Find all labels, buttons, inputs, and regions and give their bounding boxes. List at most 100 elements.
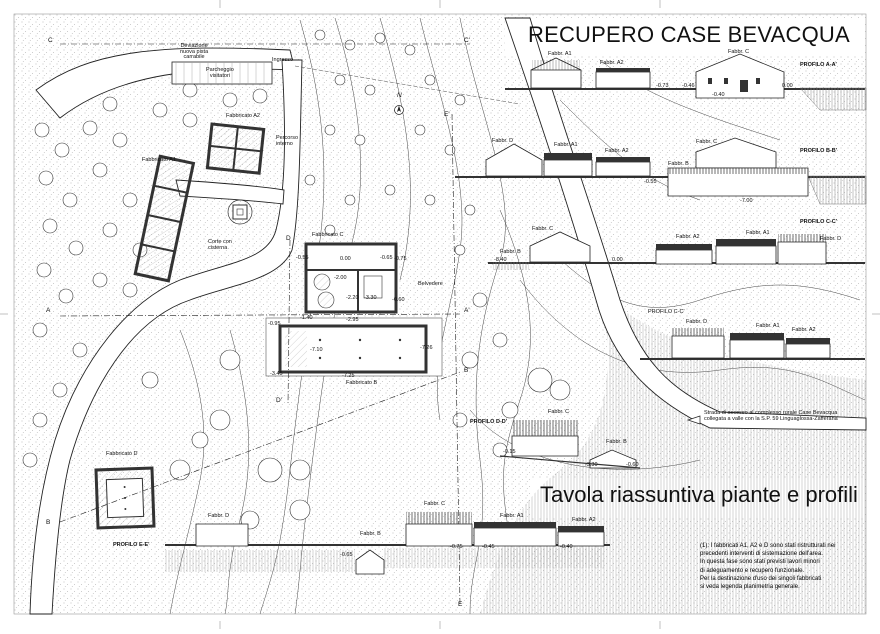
- profile-b-b: [455, 137, 867, 205]
- building-b-plan: [278, 324, 428, 374]
- profile-c2-building-label: Fabbr. A2: [792, 327, 816, 333]
- profile-c-building-label: Fabbr. A1: [746, 230, 770, 236]
- profile-d-level: -0.60: [626, 462, 639, 468]
- profile-a-level: 0.00: [782, 83, 793, 89]
- profile-e-level: -0.65: [340, 552, 353, 558]
- label-corte: Corte con cisterna: [208, 239, 232, 251]
- label-fabbricato-c: Fabbricato C: [312, 232, 344, 238]
- profile-c-building-label: Fabbr. A2: [676, 234, 700, 240]
- profile-b-building-label: Fabbr. B: [668, 161, 689, 167]
- profile-a-level: -0.46: [682, 83, 695, 89]
- level-mark: -0.65: [380, 255, 393, 261]
- level-mark: -7.26: [420, 345, 433, 351]
- sheet-frame: [13, 13, 867, 615]
- level-mark: 0.00: [340, 256, 351, 262]
- level-mark: -0.55: [296, 255, 309, 261]
- section-lines: [59, 43, 470, 605]
- trees: [22, 29, 571, 530]
- level-mark: -3.30: [364, 295, 377, 301]
- profile-d-building-label: Fabbr. B: [606, 439, 627, 445]
- profile-e-e: [165, 512, 610, 575]
- label-ingresso: Ingresso: [272, 57, 294, 63]
- profile-a-building-label: Fabbr. A2: [600, 60, 624, 66]
- profile-e-building-label: Fabbr. D: [208, 513, 230, 519]
- label-fabbricato-d: Fabbricato D: [106, 451, 138, 457]
- road-note: Strada di accesso al complesso rurale Ca…: [704, 410, 838, 422]
- profile-d-building-label: Fabbr. C: [548, 409, 570, 415]
- label-parcheggio: Parcheggio visitatori: [206, 67, 234, 79]
- section-mark-b: B: [46, 519, 51, 526]
- profile-b-building-label: Fabbr. C: [696, 139, 718, 145]
- access-path: [294, 65, 521, 105]
- profile-b-building-label: Fabbr. D: [492, 138, 514, 144]
- profile-b-title: PROFILO B-B': [800, 148, 838, 154]
- profile-a-a: [505, 53, 867, 111]
- profile-e-building-label: Fabbr. A2: [572, 517, 596, 523]
- profile-b-building-label: Fabbr. A1: [554, 142, 578, 148]
- profile-c-c-2: [640, 328, 865, 360]
- profile-d-title: PROFILO D-D': [470, 419, 508, 425]
- profile-b-level: -7.00: [740, 198, 753, 204]
- level-mark: -0.75: [394, 256, 407, 262]
- level-mark: -3.45: [270, 371, 283, 377]
- level-mark: -1.40: [300, 315, 313, 321]
- section-mark-c: C: [48, 37, 53, 44]
- profile-e-building-label: Fabbr. C: [424, 501, 446, 507]
- section-mark-d-prime: D': [276, 397, 282, 404]
- courtyard-cistern: [227, 199, 253, 225]
- profile-d-level: -3.30: [585, 462, 598, 468]
- profile-c-level: 0.00: [612, 257, 623, 263]
- section-mark-e: E: [458, 601, 463, 608]
- profile-e-building-label: Fabbr. A1: [500, 513, 524, 519]
- label-belvedere: Belvedere: [418, 281, 443, 287]
- profile-a-building-label: Fabbr. A1: [548, 51, 572, 57]
- profile-c-building-label: Fabbr. C: [532, 226, 554, 232]
- level-mark: -2.20: [346, 295, 359, 301]
- building-a2-plan: [205, 122, 266, 175]
- label-deviazione: Deviazione nuova pista carrabile: [180, 43, 209, 60]
- profile-a-level: -0.73: [656, 83, 669, 89]
- footnote: (1): I fabbricati A1, A2 e D sono stati …: [700, 543, 836, 591]
- profile-c-c: [488, 231, 865, 270]
- profile-c2-building-label: Fabbr. D: [686, 319, 708, 325]
- level-mark: -7.25: [342, 373, 355, 379]
- profile-c-title: PROFILO C-C': [800, 219, 838, 225]
- label-fabbricato-b: Fabbricato B: [346, 380, 378, 386]
- profile-e-building-label: Fabbr. B: [360, 531, 381, 537]
- profile-c-level: -8.40: [494, 257, 507, 263]
- north-arrow-icon: [394, 105, 404, 115]
- profile-c-building-label: Fabbr. D: [820, 236, 842, 242]
- level-mark: -2.95: [346, 317, 359, 323]
- building-d-plan: [94, 466, 156, 530]
- building-c-plan: [304, 242, 398, 314]
- section-mark-c-prime: C': [464, 37, 470, 44]
- profile-a-level: -0.40: [712, 92, 725, 98]
- level-mark: -2.00: [334, 275, 347, 281]
- profile-d-level: -0.15: [503, 449, 516, 455]
- profile-e-level: -0.45: [482, 544, 495, 550]
- page-title: RECUPERO CASE BEVACQUA: [528, 22, 850, 47]
- level-mark: -7.10: [310, 347, 323, 353]
- profile-c2-building-label: Fabbr. A1: [756, 323, 780, 329]
- label-fabbricato-a2: Fabbricato A2: [226, 113, 260, 119]
- profile-c2-title: PROFILO C-C': [648, 309, 685, 315]
- level-mark: -0.95: [268, 321, 281, 327]
- north-label: N: [397, 92, 402, 99]
- profile-b-building-label: Fabbr. A2: [605, 148, 629, 154]
- profile-b-level: -0.55: [644, 179, 657, 185]
- profile-a-building-label: Fabbr. C: [728, 49, 750, 55]
- profile-c-building-label: Fabbr. B: [500, 249, 521, 255]
- profile-a-title: PROFILO A-A': [800, 62, 837, 68]
- label-fabbricato-a1: Fabbricato A1: [142, 157, 176, 163]
- road-arrow-icon: [686, 415, 701, 425]
- section-mark-a: A: [46, 307, 51, 314]
- page-subtitle: Tavola riassuntiva piante e profili: [540, 482, 858, 507]
- level-mark: -0.60: [392, 297, 405, 303]
- section-mark-e-prime: E': [444, 111, 450, 118]
- section-mark-d: D: [286, 235, 291, 242]
- building-a1-plan: [133, 154, 196, 283]
- profile-e-level: -0.75: [450, 544, 463, 550]
- profile-e-title: PROFILO E-E': [113, 542, 150, 548]
